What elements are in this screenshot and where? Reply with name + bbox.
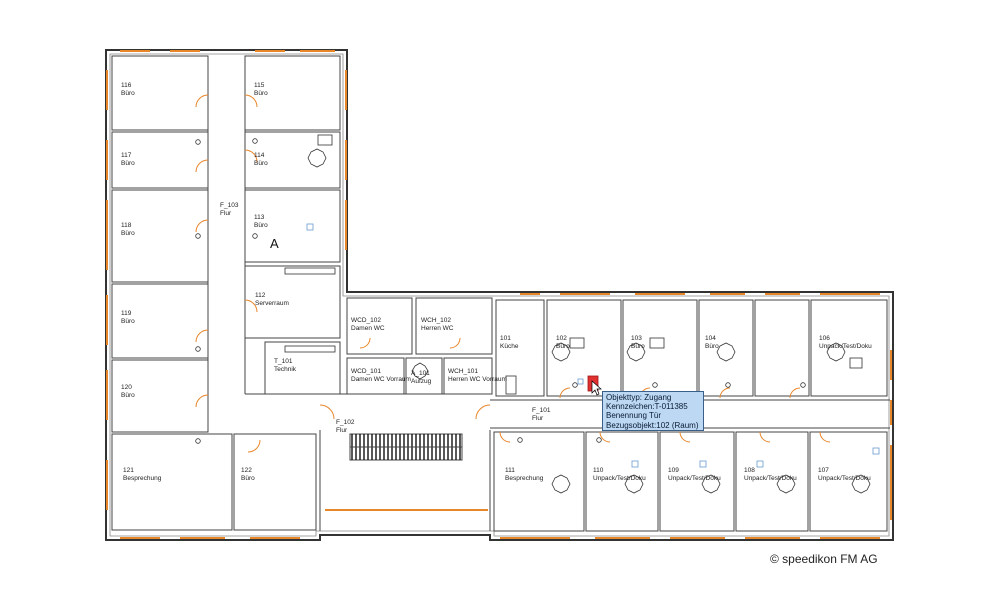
room-number-r113: 113 bbox=[254, 214, 265, 221]
room-106[interactable] bbox=[810, 299, 888, 397]
marker-label: A bbox=[270, 236, 279, 251]
room-number-wch102: WCH_102 bbox=[421, 317, 451, 324]
room-number-r112: 112 bbox=[255, 292, 266, 299]
room-a101[interactable] bbox=[405, 357, 443, 395]
room-number-r107: 107 bbox=[818, 467, 829, 474]
room-wcd102[interactable] bbox=[346, 297, 413, 355]
room-wcd101[interactable] bbox=[346, 357, 405, 395]
room-number-r102: 102 bbox=[556, 335, 567, 342]
room-number-r120: 120 bbox=[121, 384, 132, 391]
room-name-r106: Unpack/Test/Doku bbox=[819, 343, 872, 350]
room-108[interactable] bbox=[735, 431, 809, 532]
room-107[interactable] bbox=[809, 431, 888, 532]
room-number-r106: 106 bbox=[819, 335, 830, 342]
room-name-wcd102: Damen WC bbox=[351, 325, 385, 332]
room-name-wch101: Herren WC Vorraum bbox=[448, 376, 507, 383]
tooltip-line-type: Objekttyp: Zugang bbox=[606, 393, 672, 402]
room-name-r102: Büro bbox=[556, 343, 570, 350]
room-105[interactable] bbox=[754, 299, 810, 397]
room-number-r115: 115 bbox=[254, 82, 265, 89]
room-name-wch102: Herren WC bbox=[421, 325, 454, 332]
room-name-r111: Besprechung bbox=[505, 475, 544, 482]
room-name-r114: Büro bbox=[254, 160, 268, 167]
room-number-t101: T_101 bbox=[274, 358, 293, 365]
room-number-r103: 103 bbox=[631, 335, 642, 342]
room-number-r104: 104 bbox=[705, 335, 716, 342]
room-name-r103: Büro bbox=[631, 343, 645, 350]
room-number-r116: 116 bbox=[121, 82, 132, 89]
room-number-r117: 117 bbox=[121, 152, 132, 159]
network-outlets bbox=[306, 223, 880, 468]
room-name-r115: Büro bbox=[254, 90, 268, 97]
room-121[interactable] bbox=[111, 433, 233, 531]
tooltip-line-name: Benennung Tür bbox=[606, 411, 662, 421]
object-tooltip: Objekttyp: Zugang Kennzeichen:T-011385 B… bbox=[602, 391, 704, 431]
room-number-f102: F_102 bbox=[336, 419, 355, 426]
room-number-wcd102: WCD_102 bbox=[351, 317, 381, 324]
door-swings bbox=[195, 94, 831, 453]
room-name-r121: Besprechung bbox=[123, 475, 162, 482]
room-name-f103: Flur bbox=[220, 210, 232, 217]
room-number-r101: 101 bbox=[500, 335, 511, 342]
room-wch102[interactable] bbox=[415, 297, 493, 355]
room-number-r114: 114 bbox=[254, 152, 265, 159]
room-name-a101: Aufzug bbox=[411, 378, 432, 385]
tooltip-line-reference: Bezugsobjekt:102 (Raum) bbox=[606, 420, 699, 430]
room-122[interactable] bbox=[233, 433, 317, 531]
room-104[interactable] bbox=[698, 299, 754, 397]
room-101[interactable] bbox=[495, 299, 545, 397]
room-102[interactable] bbox=[546, 299, 622, 397]
room-labels: 116Büro117Büro118Büro119Büro120Büro121Be… bbox=[121, 82, 872, 482]
room-number-r111: 111 bbox=[505, 467, 515, 474]
room-number-wch101: WCH_101 bbox=[448, 368, 478, 375]
room-number-r109: 109 bbox=[668, 467, 679, 474]
room-number-r119: 119 bbox=[121, 310, 132, 317]
room-name-r118: Büro bbox=[121, 230, 135, 237]
room-name-f101: Flur bbox=[532, 415, 544, 422]
copyright-notice: © speedikon FM AG bbox=[770, 552, 878, 566]
room-110[interactable] bbox=[585, 431, 659, 532]
room-name-r108: Unpack/Test/Doku bbox=[744, 475, 797, 482]
room-name-r109: Unpack/Test/Doku bbox=[668, 475, 721, 482]
room-number-r108: 108 bbox=[744, 467, 755, 474]
room-name-r101: Küche bbox=[500, 343, 519, 350]
staircase bbox=[349, 433, 463, 461]
room-wch101[interactable] bbox=[443, 357, 493, 395]
room-name-r107: Unpack/Test/Doku bbox=[818, 475, 871, 482]
room-name-r104: Büro bbox=[705, 343, 719, 350]
room-109[interactable] bbox=[659, 431, 735, 532]
room-111[interactable] bbox=[493, 431, 585, 532]
room-number-r122: 122 bbox=[241, 467, 252, 474]
room-number-f101: F_101 bbox=[532, 407, 551, 414]
room-name-r110: Unpack/Test/Doku bbox=[593, 475, 646, 482]
tooltip-line-id: Kennzeichen:T-011385 bbox=[606, 402, 688, 412]
windows bbox=[106, 50, 892, 539]
room-name-r120: Büro bbox=[121, 392, 135, 399]
fixtures bbox=[195, 134, 871, 494]
building-outline-inner bbox=[109, 53, 890, 537]
room-number-a101: A_101 bbox=[411, 370, 430, 377]
room-name-r113: Büro bbox=[254, 222, 268, 229]
room-name-r116: Büro bbox=[121, 90, 135, 97]
room-name-r119: Büro bbox=[121, 318, 135, 325]
room-name-t101: Technik bbox=[274, 366, 297, 373]
room-number-r110: 110 bbox=[593, 467, 604, 474]
room-name-f102: Flur bbox=[336, 427, 348, 434]
mouse-cursor-icon bbox=[591, 380, 602, 396]
room-name-wcd101: Damen WC Vorraum bbox=[351, 376, 411, 383]
room-name-r112: Serverraum bbox=[255, 300, 289, 307]
room-name-r122: Büro bbox=[241, 475, 255, 482]
room-name-r117: Büro bbox=[121, 160, 135, 167]
room-number-wcd101: WCD_101 bbox=[351, 368, 381, 375]
room-number-f103: F_103 bbox=[220, 202, 239, 209]
room-number-r121: 121 bbox=[123, 467, 134, 474]
room-number-r118: 118 bbox=[121, 222, 132, 229]
